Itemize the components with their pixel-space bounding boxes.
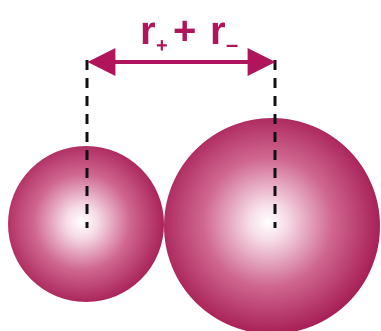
anion-sphere bbox=[164, 118, 380, 331]
r-plus-symbol: r bbox=[140, 9, 156, 53]
r-minus-subscript: – bbox=[226, 32, 238, 57]
r-minus-symbol: r bbox=[210, 9, 226, 53]
plus-operator: + bbox=[173, 9, 196, 53]
sum-of-radii-label: r + + r – bbox=[140, 9, 238, 57]
r-plus-subscript: + bbox=[156, 35, 168, 57]
